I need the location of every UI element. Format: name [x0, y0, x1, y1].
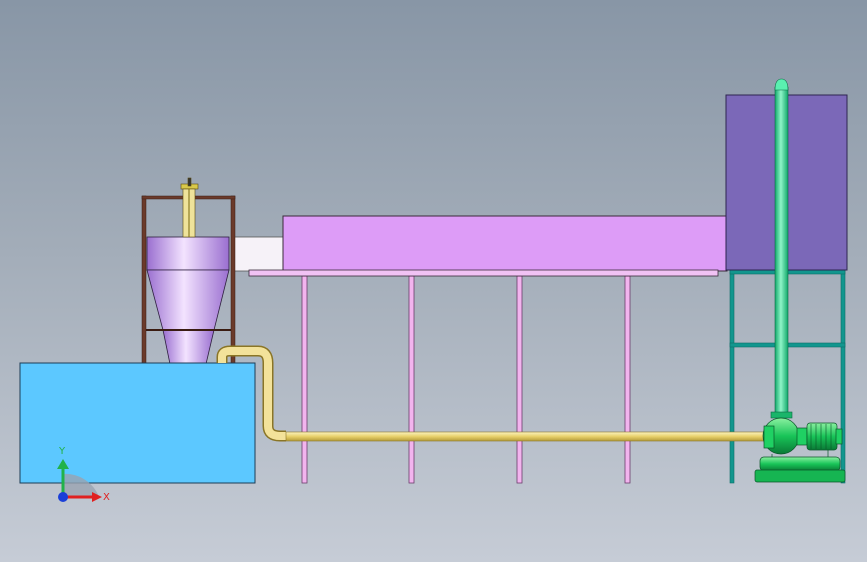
inlet-duct [232, 236, 286, 272]
frame-post [141, 195, 147, 365]
z-axis-dot [58, 492, 68, 502]
dryer-legs [301, 275, 631, 484]
pump-inlet-flange [763, 425, 775, 449]
stand-post [729, 267, 735, 484]
riser-pipe-cap [774, 78, 789, 91]
coordinate-triad-icon: Y X [57, 446, 110, 503]
y-axis-label: Y [58, 446, 66, 457]
dryer-trough [248, 215, 728, 277]
x-axis-label: X [103, 492, 110, 503]
pump-skid [754, 469, 846, 483]
dryer-leg [408, 275, 415, 484]
water-tank [19, 362, 256, 484]
frame-post [230, 195, 236, 365]
cyclone-cone-lower [162, 329, 215, 365]
cyclone-cylinder [146, 236, 230, 271]
triad-plane [63, 473, 99, 497]
pump-assembly [754, 417, 846, 483]
riser-pipe [770, 78, 793, 419]
cyclone-top-valve [180, 177, 199, 238]
dryer-body [282, 215, 728, 272]
motor-end-cap [835, 428, 843, 445]
cyclone-cone [146, 269, 230, 331]
dryer-leg [516, 275, 523, 484]
riser-pipe-vertical [774, 86, 789, 418]
dryer-leg [624, 275, 631, 484]
x-axis-arrowhead [92, 492, 102, 502]
dryer-leg [301, 275, 308, 484]
stand-post [840, 267, 846, 484]
feed-pipe [216, 345, 769, 442]
feed-pipe-elbow [218, 347, 286, 440]
riser-flange [770, 411, 793, 419]
feed-pipe-horizontal [285, 431, 769, 442]
pump-coupling [796, 427, 808, 446]
pump-base [759, 456, 841, 472]
valve-stem [187, 177, 192, 187]
y-axis-arrowhead [57, 459, 69, 469]
dryer-base-rail [248, 269, 719, 277]
cyclone-separator [146, 236, 230, 365]
pump-motor [806, 422, 838, 451]
